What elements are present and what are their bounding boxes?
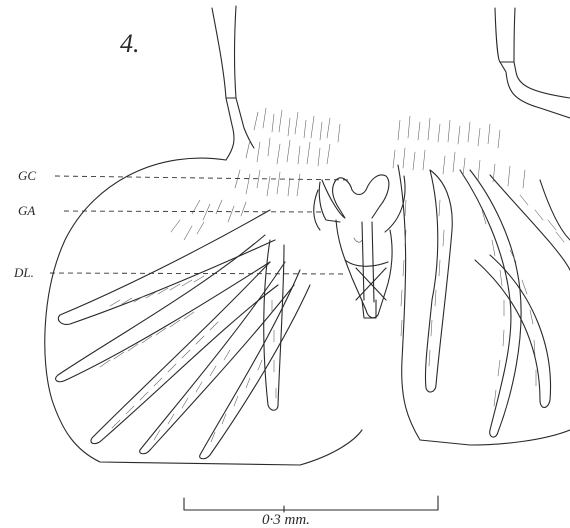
figure-number: 4.	[120, 29, 140, 58]
label-dl: DL.	[13, 265, 34, 280]
hatching	[100, 108, 564, 442]
right-lobe	[398, 165, 570, 445]
right-stalk	[495, 8, 570, 118]
scale-bar-label: 0·3 mm.	[262, 512, 310, 528]
label-ga: GA	[18, 203, 35, 218]
label-leaders	[50, 176, 352, 274]
dl-leader	[50, 273, 346, 274]
left-stalk	[212, 6, 254, 160]
scale-bar: 0·3 mm.	[184, 496, 438, 528]
ga-leader	[64, 211, 322, 212]
label-gc: GC	[18, 168, 36, 183]
gc-leader	[55, 176, 352, 180]
central-genital-structure	[314, 175, 405, 318]
